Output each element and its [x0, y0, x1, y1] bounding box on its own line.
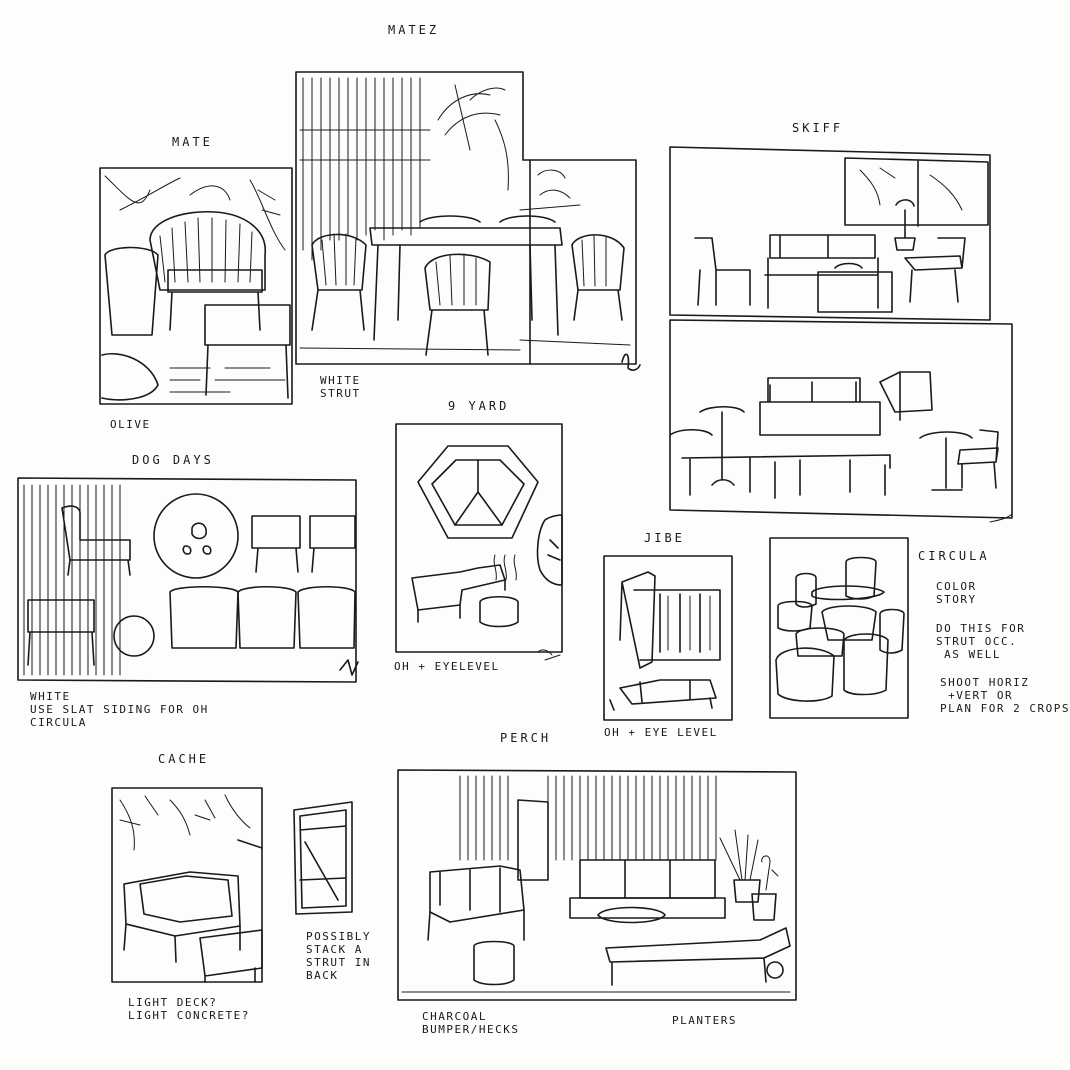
title-jibe: JIBE — [644, 531, 685, 545]
note-olive: OLIVE — [110, 418, 151, 431]
dog-days-sketch — [17, 477, 359, 683]
cache-sketch — [111, 787, 353, 983]
title-nine-yard: 9 YARD — [448, 399, 510, 413]
note-oh-eye-level: OH + EYE LEVEL — [604, 726, 718, 739]
note-stack-strut: POSSIBLY STACK A STRUT IN BACK — [306, 930, 371, 982]
note-dog-days: WHITE USE SLAT SIDING FOR OH CIRCULA — [30, 690, 209, 729]
title-dog-days: DOG DAYS — [132, 453, 214, 467]
title-perch: PERCH — [500, 731, 552, 745]
title-mate: MATE — [172, 135, 213, 149]
note-strut-occ: DO THIS FOR STRUT OCC. AS WELL — [936, 622, 1026, 661]
note-charcoal: CHARCOAL BUMPER/HECKS — [422, 1010, 520, 1036]
matez-sketch — [295, 71, 641, 371]
note-white-strut: WHITE STRUT — [320, 374, 361, 400]
title-matez: MATEZ — [388, 23, 440, 37]
title-circula: CIRCULA — [918, 549, 990, 563]
title-skiff: SKIFF — [792, 121, 844, 135]
title-cache: CACHE — [158, 752, 210, 766]
jibe-sketch — [603, 555, 733, 721]
note-light-deck: LIGHT DECK? LIGHT CONCRETE? — [128, 996, 250, 1022]
note-color-story: COLOR STORY — [936, 580, 977, 606]
note-shoot-horiz: SHOOT HORIZ +VERT OR PLAN FOR 2 CROPS — [940, 676, 1070, 715]
nine-yard-sketch — [395, 423, 563, 661]
note-planters: PLANTERS — [672, 1014, 737, 1027]
circula-sketch — [769, 537, 909, 719]
skiff-sketch — [669, 146, 1013, 523]
mate-sketch — [99, 167, 293, 405]
perch-sketch — [397, 769, 797, 1001]
note-oh-eyelevel: OH + EYELEVEL — [394, 660, 500, 673]
